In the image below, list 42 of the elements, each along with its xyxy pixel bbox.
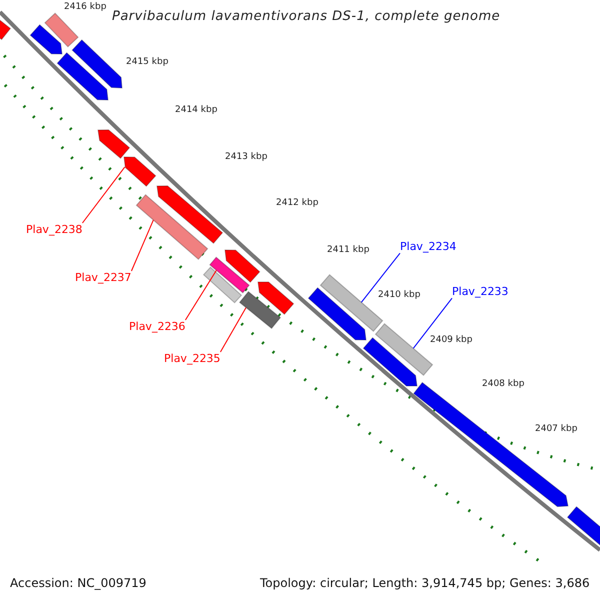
scale-label: 2410 kbp [378,290,420,301]
leader-line [184,270,217,320]
gene-segment [238,290,282,330]
gene-feature [362,337,418,386]
gene-feature [56,52,109,101]
gene-feature [224,250,260,283]
gene-segment [136,194,208,260]
gene-feature [257,282,294,315]
leader-line [130,220,154,272]
gene-label: Plav_2236 [129,320,186,334]
gene-segment [44,12,79,48]
scale-label: 2416 kbp [64,2,106,13]
gene-label: Plav_2234 [400,240,456,254]
scale-label: 2415 kbp [126,57,168,68]
footer-text: Accession: NC_009719 [10,576,146,590]
gene-segment [202,266,242,304]
leader-line [82,166,126,224]
gene-feature [308,287,367,340]
scale-label: 2407 kbp [535,424,578,435]
gene-feature [97,129,130,159]
scale-label: 2413 kbp [225,152,268,163]
gene-feature [123,156,156,187]
footer-text: Topology: circular; Length: 3,914,745 bp; Genes: 3,686 [260,576,590,590]
scale-label: 2414 kbp [175,105,218,116]
scale-label: 2409 kbp [430,335,472,346]
gene-feature [72,39,123,89]
scale-label: 2412 kbp [276,198,318,209]
leader-line [412,298,452,349]
gene-label: Plav_2233 [452,285,508,298]
leader-line [360,252,400,303]
gene-segment [209,256,250,294]
scale-label: 2411 kbp [327,245,370,256]
gene-feature [0,17,12,40]
gene-feature [566,506,600,547]
gene-feature [156,185,224,244]
gene-label: Plav_2238 [26,223,82,236]
gene-label: Plav_2235 [164,352,220,366]
gene-feature [30,24,63,54]
leader-line [220,307,246,352]
gene-label: Plav_2237 [75,271,132,284]
title: Parvibaculum lavamentivorans DS-1, complete genome [112,9,500,25]
scale-label: 2408 kbp [482,379,524,390]
